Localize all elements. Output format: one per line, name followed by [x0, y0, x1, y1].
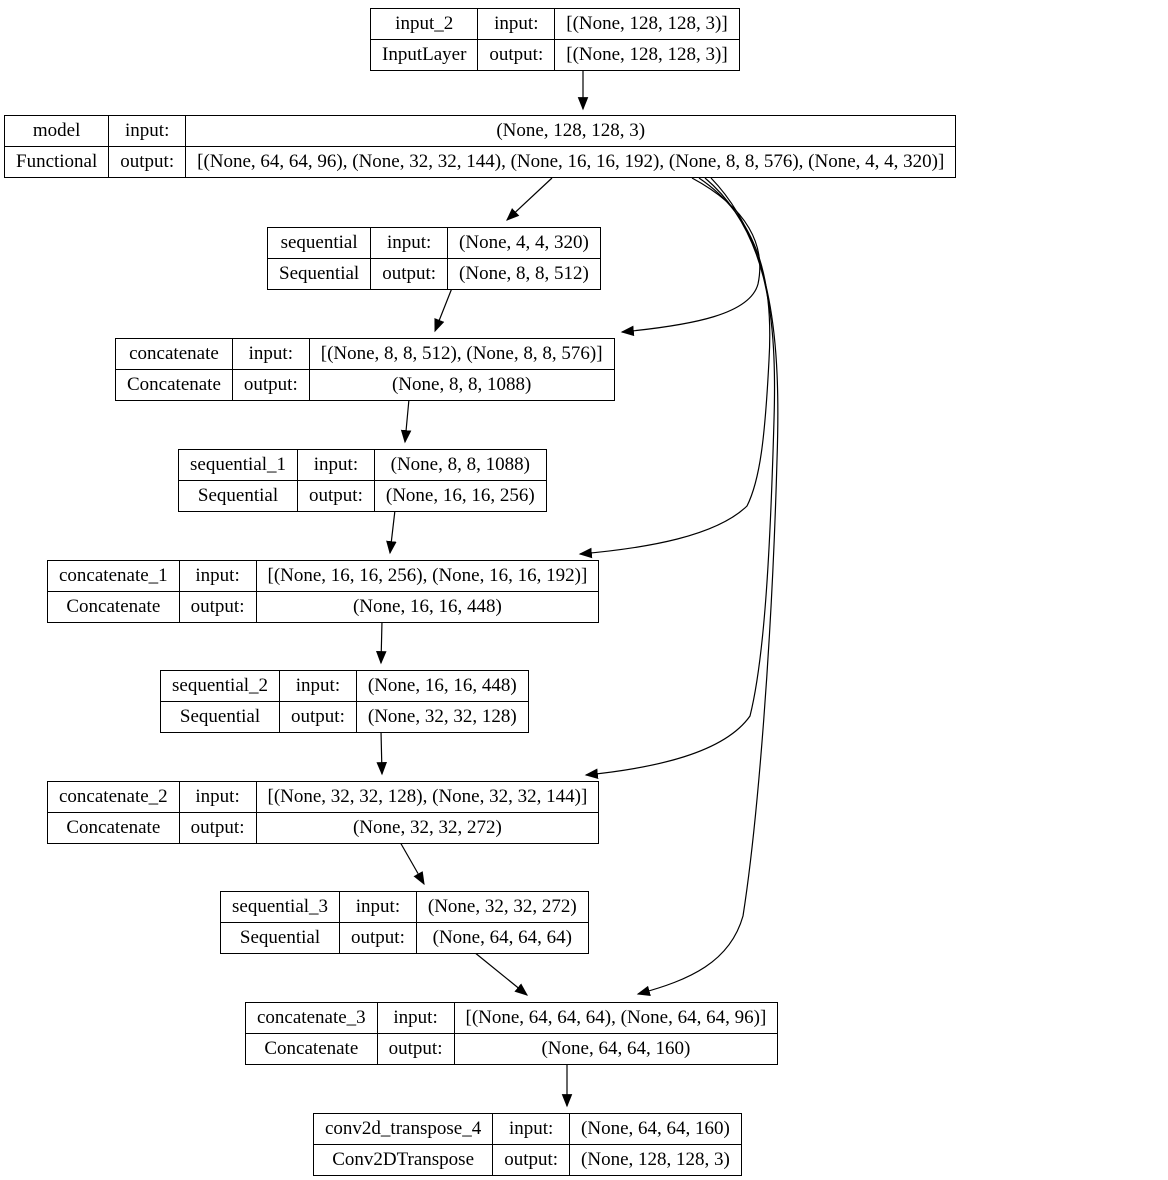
output-shape: (None, 16, 16, 256)	[373, 480, 547, 512]
output-shape: (None, 16, 16, 448)	[255, 591, 600, 623]
layer-name: sequential_2	[159, 670, 281, 702]
edge-sequential1-to-concatenate1	[386, 509, 397, 555]
layer-type: Sequential	[177, 480, 299, 512]
edge-concatenate2-to-sequential3	[399, 841, 425, 886]
output-shape: (None, 128, 128, 3)	[569, 1144, 742, 1176]
edge-concatenate-to-sequential1	[400, 398, 412, 444]
node-concatenate: concatenate input: [(None, 8, 8, 512), (…	[115, 338, 615, 401]
input-label: input:	[297, 449, 375, 481]
output-label: output:	[108, 146, 187, 178]
layer-type: Sequential	[266, 258, 372, 290]
input-shape: (None, 4, 4, 320)	[447, 227, 601, 259]
output-label: output:	[339, 922, 417, 954]
node-sequential: sequential input: (None, 4, 4, 320) Sequ…	[266, 227, 601, 290]
input-shape: (None, 8, 8, 1088)	[373, 449, 547, 481]
output-shape: (None, 64, 64, 160)	[453, 1033, 779, 1065]
output-label: output:	[477, 39, 556, 71]
layer-name: concatenate_1	[47, 560, 180, 592]
edge-model-to-sequential	[506, 177, 553, 221]
output-shape: (None, 8, 8, 1088)	[308, 369, 615, 401]
output-shape: (None, 32, 32, 128)	[355, 701, 529, 733]
output-label: output:	[279, 701, 357, 733]
layer-type: InputLayer	[369, 39, 479, 71]
edge-sequential2-to-concatenate2	[376, 730, 388, 776]
layer-name: concatenate_2	[47, 781, 180, 813]
node-sequential-3: sequential_3 input: (None, 32, 32, 272) …	[219, 891, 589, 954]
output-shape: (None, 64, 64, 64)	[415, 922, 589, 954]
input-shape: [(None, 64, 64, 64), (None, 64, 64, 96)]	[453, 1002, 779, 1034]
input-label: input:	[339, 891, 417, 923]
layer-type: Concatenate	[47, 812, 180, 844]
input-shape: [(None, 16, 16, 256), (None, 16, 16, 192…	[255, 560, 600, 592]
output-label: output:	[297, 480, 375, 512]
layer-type: Concatenate	[47, 591, 180, 623]
layer-name: sequential_1	[177, 449, 299, 481]
node-concatenate-3: concatenate_3 input: [(None, 64, 64, 64)…	[245, 1002, 779, 1065]
edge-model-to-concatenate3-skip	[636, 177, 779, 997]
output-label: output:	[370, 258, 449, 290]
input-label: input:	[279, 670, 357, 702]
input-label: input:	[178, 560, 257, 592]
layer-name: model	[3, 115, 110, 147]
node-conv2d-transpose-4: conv2d_transpose_4 input: (None, 64, 64,…	[312, 1113, 742, 1176]
node-concatenate-2: concatenate_2 input: [(None, 32, 32, 128…	[47, 781, 600, 844]
input-shape: [(None, 128, 128, 3)]	[554, 8, 740, 40]
input-label: input:	[370, 227, 449, 259]
edge-sequential3-to-concatenate3	[473, 951, 529, 996]
output-label: output:	[178, 812, 257, 844]
input-shape: (None, 16, 16, 448)	[355, 670, 529, 702]
layer-type: Functional	[3, 146, 110, 178]
edge-concatenate1-to-sequential2	[376, 620, 387, 665]
node-sequential-1: sequential_1 input: (None, 8, 8, 1088) S…	[177, 449, 547, 512]
output-shape: [(None, 64, 64, 96), (None, 32, 32, 144)…	[185, 146, 957, 178]
edge-model-to-concatenate1-skip	[578, 177, 771, 559]
input-label: input:	[108, 115, 187, 147]
output-shape: (None, 8, 8, 512)	[447, 258, 601, 290]
layer-name: concatenate_3	[245, 1002, 378, 1034]
edge-model-to-concatenate-skip	[620, 177, 761, 337]
input-shape: (None, 128, 128, 3)	[185, 115, 957, 147]
layer-type: Conv2DTranspose	[312, 1144, 494, 1176]
layer-name: input_2	[369, 8, 479, 40]
node-concatenate-1: concatenate_1 input: [(None, 16, 16, 256…	[47, 560, 600, 623]
layer-name: sequential_3	[219, 891, 341, 923]
node-sequential-2: sequential_2 input: (None, 16, 16, 448) …	[159, 670, 529, 733]
input-shape: (None, 64, 64, 160)	[569, 1113, 742, 1145]
edge-model-to-concatenate2-skip	[584, 177, 776, 780]
input-label: input:	[492, 1113, 571, 1145]
output-label: output:	[231, 369, 310, 401]
input-shape: [(None, 8, 8, 512), (None, 8, 8, 576)]	[308, 338, 615, 370]
input-label: input:	[231, 338, 310, 370]
edge-sequential-to-concatenate	[434, 287, 453, 333]
layer-type: Sequential	[159, 701, 281, 733]
node-model: model input: (None, 128, 128, 3) Functio…	[3, 115, 957, 178]
output-shape: (None, 32, 32, 272)	[255, 812, 600, 844]
layer-name: sequential	[266, 227, 372, 259]
input-label: input:	[376, 1002, 455, 1034]
input-shape: [(None, 32, 32, 128), (None, 32, 32, 144…	[255, 781, 600, 813]
layer-name: concatenate	[115, 338, 233, 370]
input-shape: (None, 32, 32, 272)	[415, 891, 589, 923]
output-label: output:	[492, 1144, 571, 1176]
output-label: output:	[178, 591, 257, 623]
input-label: input:	[178, 781, 257, 813]
input-label: input:	[477, 8, 556, 40]
node-input-2: input_2 input: [(None, 128, 128, 3)] Inp…	[369, 8, 740, 71]
layer-type: Sequential	[219, 922, 341, 954]
layer-type: Concatenate	[245, 1033, 378, 1065]
output-label: output:	[376, 1033, 455, 1065]
layer-name: conv2d_transpose_4	[312, 1113, 494, 1145]
output-shape: [(None, 128, 128, 3)]	[554, 39, 740, 71]
layer-type: Concatenate	[115, 369, 233, 401]
